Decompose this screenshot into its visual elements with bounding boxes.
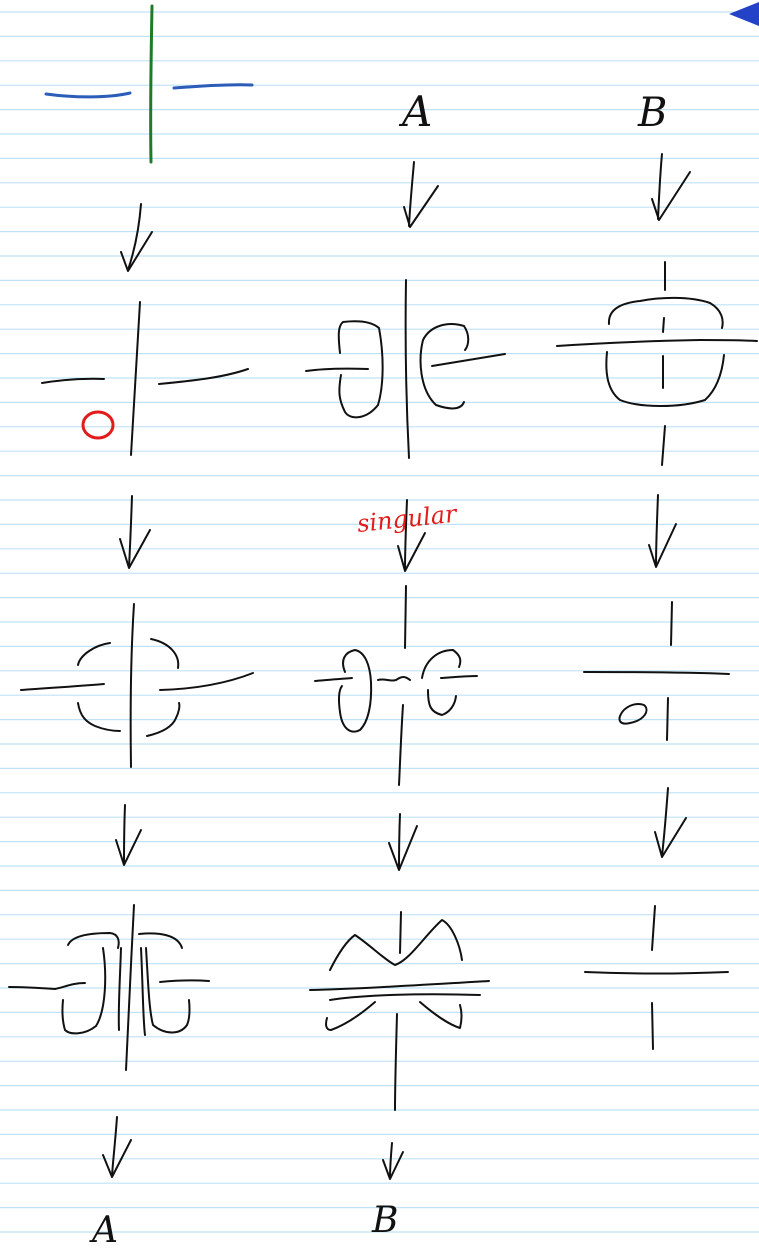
result-a-label: A <box>89 1210 118 1249</box>
top-crossing-sketch <box>44 4 254 164</box>
arrow-col2-3 <box>388 813 418 871</box>
blue-strand-right <box>172 83 254 90</box>
sketch-r3-c1 <box>20 603 254 768</box>
arrow-col2-1 <box>403 161 439 228</box>
arrow-col1-2 <box>119 495 151 569</box>
blue-strand-left <box>44 91 132 99</box>
page-marker-icon[interactable] <box>729 2 759 26</box>
arrow-col3-2 <box>648 494 677 568</box>
sketch-r3-c2 <box>314 585 478 786</box>
arrow-col3-3 <box>654 787 687 858</box>
sketch-r4-c2 <box>309 911 490 1111</box>
arrow-col1-3 <box>115 804 142 866</box>
arrow-col3-1 <box>651 153 691 221</box>
sketch-r4-c1 <box>8 904 210 1071</box>
col-a-heading: A <box>398 87 432 136</box>
sketch-r2-c2 <box>305 279 506 459</box>
col-b-heading: B <box>637 90 667 136</box>
arrow-col2-2 <box>397 499 426 572</box>
sketch-r3-c3 <box>583 601 730 741</box>
result-b-label: B <box>371 1200 398 1241</box>
green-strand <box>149 4 154 164</box>
red-circle-mark <box>81 410 115 440</box>
arrow-col2-4 <box>382 1142 404 1180</box>
sketch-r2-c1 <box>41 301 249 456</box>
arrow-col1-1 <box>120 203 153 272</box>
ruled-lines <box>0 11 759 1233</box>
arrow-col1-4 <box>102 1116 132 1178</box>
sketch-r2-c3 <box>556 261 758 466</box>
sketch-r4-c3 <box>584 905 729 1050</box>
